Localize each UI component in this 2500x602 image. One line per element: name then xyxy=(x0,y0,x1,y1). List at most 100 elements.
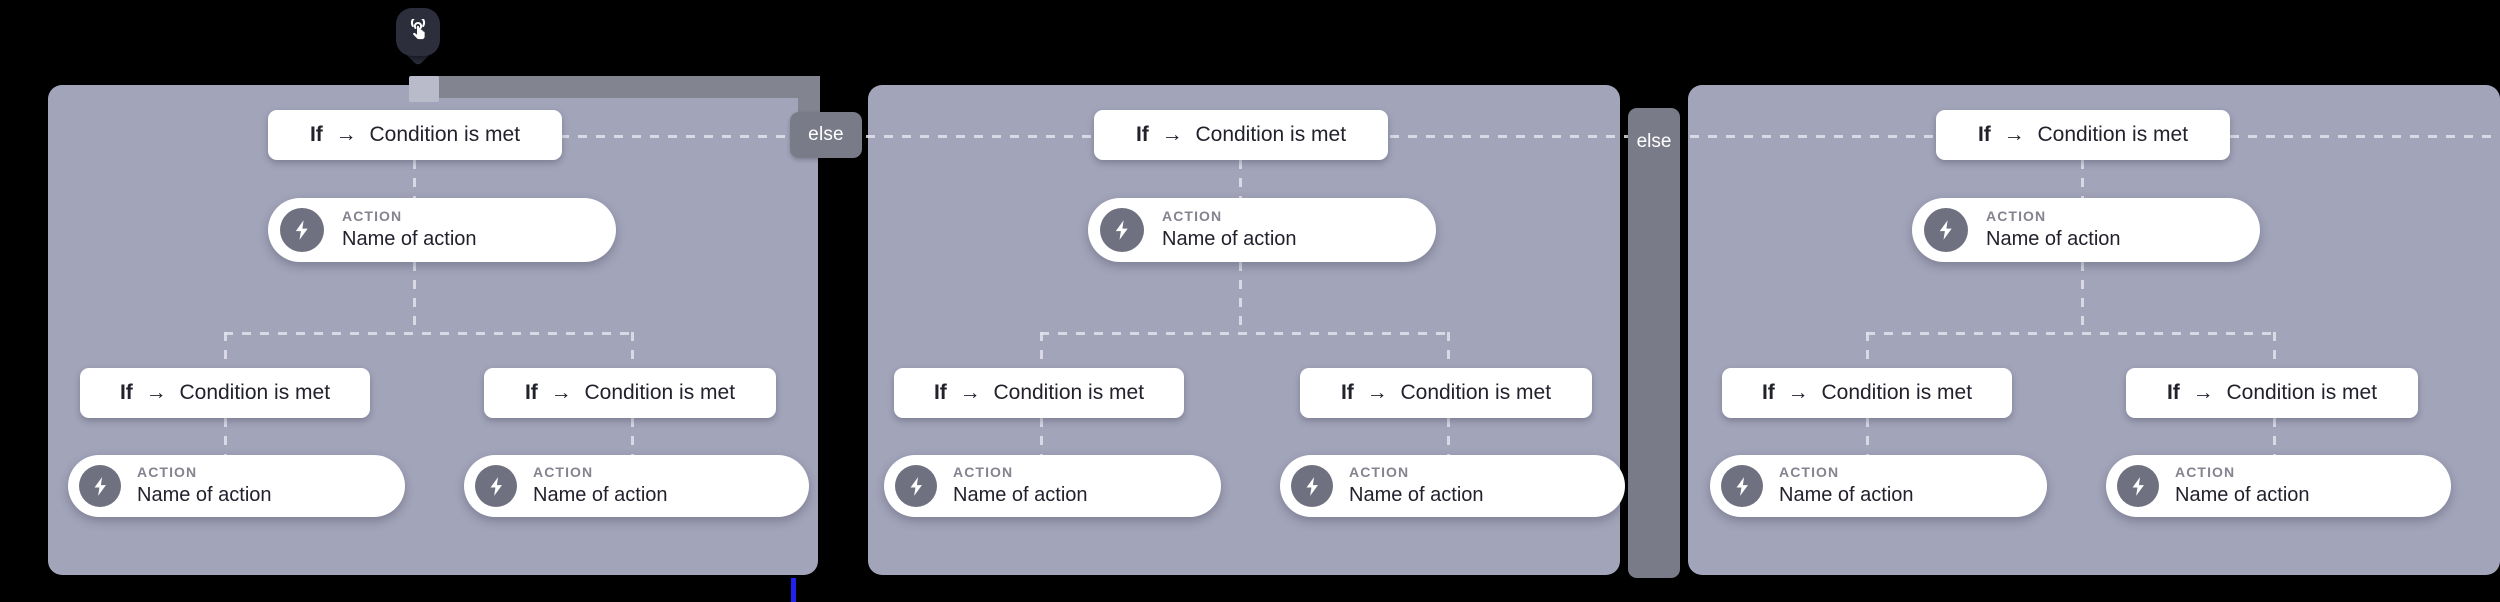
action-node-b3-child-1[interactable]: ACTION Name of action xyxy=(1710,455,2047,517)
condition-text: Condition is met xyxy=(369,123,521,146)
connector-b3-child-1 xyxy=(1866,332,1869,370)
condition-prefix: If xyxy=(1135,123,1149,146)
condition-node-label: If → Condition is met xyxy=(1740,381,1994,405)
action-node-b1-child-2[interactable]: ACTION Name of action xyxy=(464,455,809,517)
else-badge-1[interactable]: else xyxy=(790,112,862,158)
condition-prefix: If xyxy=(309,123,323,146)
connector-b1-root-down xyxy=(413,160,416,206)
connector-b3-child-2 xyxy=(2273,332,2276,370)
condition-text: Condition is met xyxy=(993,381,1145,404)
connector-b1-trunk xyxy=(413,262,416,334)
condition-arrow: → xyxy=(1366,381,1388,404)
condition-arrow: → xyxy=(550,381,572,404)
bolt-icon xyxy=(1924,208,1968,252)
connector-b1-child-2 xyxy=(631,332,634,370)
condition-node-b2-root[interactable]: If → Condition is met xyxy=(1094,110,1388,160)
connector-b1-child-2-down xyxy=(631,418,634,462)
action-title: Name of action xyxy=(953,483,1088,506)
top-spine-dash-5 xyxy=(2212,135,2500,138)
connector-b2-child-2 xyxy=(1447,332,1450,370)
condition-arrow: → xyxy=(145,381,167,404)
action-node-b1-root[interactable]: ACTION Name of action xyxy=(268,198,616,262)
bolt-icon xyxy=(280,208,324,252)
condition-node-b3-child-2[interactable]: If → Condition is met xyxy=(2126,368,2418,418)
top-spine-dash-1 xyxy=(560,135,800,138)
action-node-text: ACTION Name of action xyxy=(2175,464,2310,508)
action-node-b2-root[interactable]: ACTION Name of action xyxy=(1088,198,1436,262)
bolt-icon xyxy=(79,465,121,507)
condition-node-label: If → Condition is met xyxy=(98,381,352,405)
action-node-b2-child-2[interactable]: ACTION Name of action xyxy=(1280,455,1625,517)
action-title: Name of action xyxy=(137,483,272,506)
condition-node-label: If → Condition is met xyxy=(912,381,1166,405)
action-node-text: ACTION Name of action xyxy=(533,464,668,508)
action-kicker: ACTION xyxy=(342,208,403,225)
else-separator-column-2[interactable]: else xyxy=(1628,108,1680,578)
connector-b2-child-2-down xyxy=(1447,418,1450,462)
connector-b3-trunk xyxy=(2081,262,2084,334)
action-node-text: ACTION Name of action xyxy=(1986,208,2121,252)
condition-arrow: → xyxy=(335,123,357,146)
action-kicker: ACTION xyxy=(1986,208,2047,225)
condition-node-b1-root[interactable]: If → Condition is met xyxy=(268,110,562,160)
action-node-b3-child-2[interactable]: ACTION Name of action xyxy=(2106,455,2451,517)
condition-prefix: If xyxy=(119,381,133,404)
connector-b3-crossbar xyxy=(1866,332,2276,335)
condition-arrow: → xyxy=(1787,381,1809,404)
action-node-text: ACTION Name of action xyxy=(137,464,272,508)
connector-b3-root-down xyxy=(2081,160,2084,206)
action-kicker: ACTION xyxy=(1349,464,1410,481)
condition-node-b1-child-1[interactable]: If → Condition is met xyxy=(80,368,370,418)
bolt-icon xyxy=(2117,465,2159,507)
condition-prefix: If xyxy=(1340,381,1354,404)
condition-text: Condition is met xyxy=(2226,381,2378,404)
connector-b1-crossbar xyxy=(224,332,634,335)
top-spine-dash-3 xyxy=(1390,135,1655,138)
action-title: Name of action xyxy=(2175,483,2310,506)
condition-node-b2-child-2[interactable]: If → Condition is met xyxy=(1300,368,1592,418)
condition-text: Condition is met xyxy=(2037,123,2189,146)
connector-b1-child-1 xyxy=(224,332,227,370)
action-title: Name of action xyxy=(1162,227,1297,250)
condition-prefix: If xyxy=(2166,381,2180,404)
action-title: Name of action xyxy=(342,227,477,250)
connector-b2-root-down xyxy=(1239,160,1242,206)
condition-node-label: If → Condition is met xyxy=(1114,123,1368,147)
action-node-b1-child-1[interactable]: ACTION Name of action xyxy=(68,455,405,517)
bolt-icon xyxy=(1291,465,1333,507)
connector-b3-child-1-down xyxy=(1866,418,1869,462)
condition-arrow: → xyxy=(2192,381,2214,404)
condition-node-label: If → Condition is met xyxy=(2145,381,2399,405)
condition-text: Condition is met xyxy=(584,381,736,404)
condition-text: Condition is met xyxy=(1400,381,1552,404)
else-column-label: else xyxy=(1636,131,1672,152)
condition-arrow: → xyxy=(959,381,981,404)
condition-prefix: If xyxy=(1761,381,1775,404)
condition-node-b3-root[interactable]: If → Condition is met xyxy=(1936,110,2230,160)
condition-node-label: If → Condition is met xyxy=(1956,123,2210,147)
action-kicker: ACTION xyxy=(533,464,594,481)
condition-node-label: If → Condition is met xyxy=(1319,381,1573,405)
bolt-icon xyxy=(475,465,517,507)
condition-node-b2-child-1[interactable]: If → Condition is met xyxy=(894,368,1184,418)
condition-node-label: If → Condition is met xyxy=(503,381,757,405)
condition-node-b1-child-2[interactable]: If → Condition is met xyxy=(484,368,776,418)
connector-b3-child-2-down xyxy=(2273,418,2276,462)
condition-arrow: → xyxy=(1161,123,1183,146)
bolt-icon xyxy=(1721,465,1763,507)
action-title: Name of action xyxy=(1779,483,1914,506)
action-node-b3-root[interactable]: ACTION Name of action xyxy=(1912,198,2260,262)
condition-arrow: → xyxy=(2003,123,2025,146)
condition-text: Condition is met xyxy=(179,381,331,404)
else-badge-label: else xyxy=(808,124,844,145)
action-node-b2-child-1[interactable]: ACTION Name of action xyxy=(884,455,1221,517)
condition-text: Condition is met xyxy=(1195,123,1347,146)
action-node-text: ACTION Name of action xyxy=(1349,464,1484,508)
trigger-pin[interactable] xyxy=(396,8,440,56)
condition-prefix: If xyxy=(1977,123,1991,146)
top-spine-dash-2 xyxy=(848,135,1098,138)
condition-node-b3-child-1[interactable]: If → Condition is met xyxy=(1722,368,2012,418)
connector-b1-child-1-down xyxy=(224,418,227,462)
action-node-text: ACTION Name of action xyxy=(1162,208,1297,252)
